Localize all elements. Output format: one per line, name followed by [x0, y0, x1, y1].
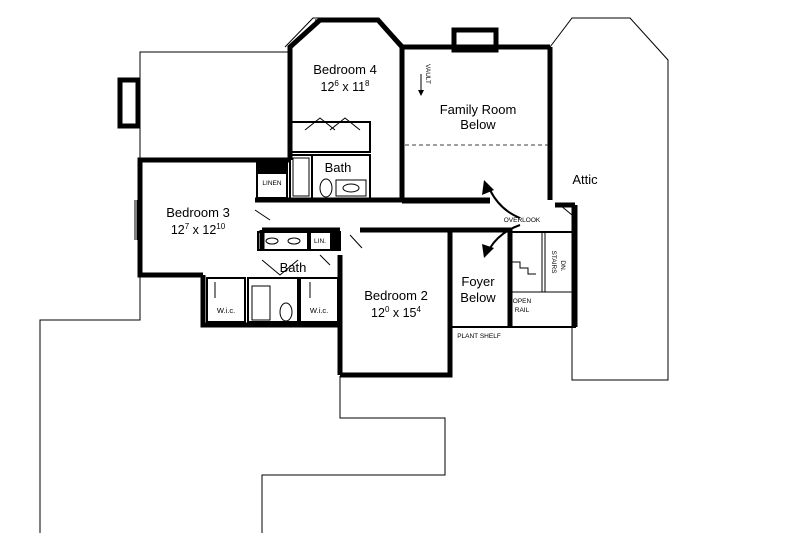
chimney-right — [451, 27, 499, 53]
family-room-below-label: Below — [460, 117, 496, 132]
bedroom-3-label: Bedroom 3 — [166, 205, 230, 220]
vault-label: VAULT — [424, 64, 431, 84]
wic-right-label: W.i.c. — [310, 306, 328, 315]
family-room — [402, 44, 553, 200]
bedroom-2-dimensions: 120 x 154 — [371, 305, 421, 320]
bedroom-3-walls — [134, 157, 271, 278]
overlook-arrows — [482, 180, 521, 258]
chimney-left — [117, 77, 141, 129]
family-room-label: Family Room — [440, 102, 517, 117]
walk-in-closets — [200, 255, 343, 375]
stairs — [509, 202, 578, 328]
lin-label: LIN. — [314, 238, 326, 245]
attic-label: Attic — [572, 172, 598, 187]
open-label: OPEN — [513, 298, 532, 305]
bedroom-2-walls — [340, 230, 453, 378]
bedroom-4-label: Bedroom 4 — [313, 62, 377, 77]
overlook-label: OVERLOOK — [504, 217, 541, 224]
foyer-below-label: Below — [460, 290, 496, 305]
bath-top-label: Bath — [325, 160, 352, 175]
stairs-label: STAIRS — [550, 251, 557, 275]
wic-left-label: W.i.c. — [217, 306, 235, 315]
bath-mid-label: Bath — [280, 260, 307, 275]
linen-label: LINEN — [262, 180, 281, 187]
bedroom-2-label: Bedroom 2 — [364, 288, 428, 303]
plant-shelf-label: PLANT SHELF — [457, 333, 501, 340]
bath-mid — [257, 231, 341, 276]
linen-closet — [256, 159, 288, 199]
bedroom-3-dimensions: 127 x 1210 — [171, 222, 226, 237]
hallway — [255, 197, 490, 233]
foyer-label: Foyer — [461, 274, 495, 289]
dn-label: DN. — [559, 260, 566, 271]
rail-label: RAIL — [515, 307, 530, 314]
bedroom-4-dimensions: 126 x 118 — [321, 79, 371, 94]
